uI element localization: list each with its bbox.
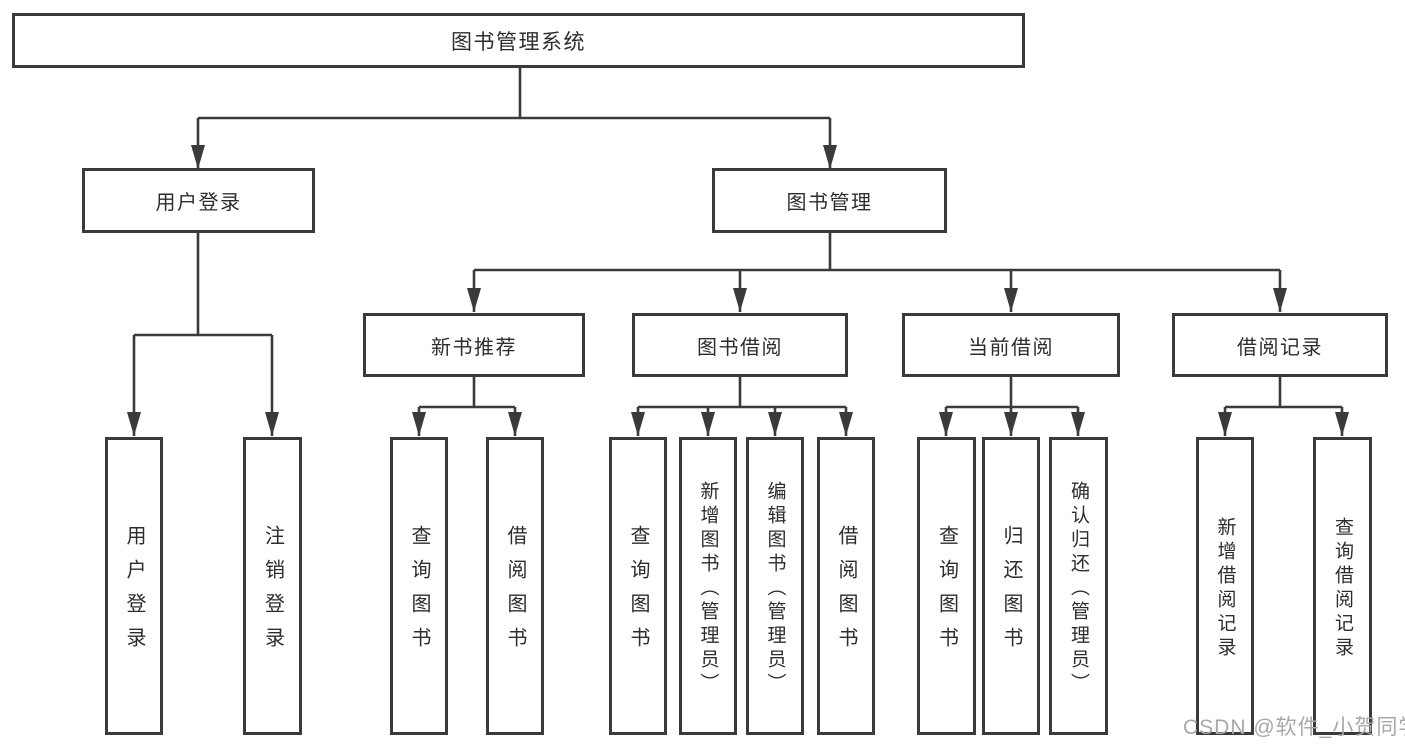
leaf-query-books-3-label: 查询图书: [935, 525, 958, 661]
leaf-query-books-2: 查询图书: [609, 437, 667, 735]
leaf-query-books-2-label: 查询图书: [627, 525, 649, 661]
node-book-management-branch: 图书管理: [712, 168, 947, 233]
leaf-logout: 注销登录: [243, 437, 302, 735]
node-book-borrowing: 图书借阅: [632, 313, 848, 377]
leaf-query-books-1-label: 查询图书: [408, 525, 430, 661]
leaf-add-borrow-record: 新增借阅记录: [1196, 437, 1254, 735]
leaf-confirm-return-admin: 确认归还（管理员）: [1049, 437, 1108, 735]
node-book-management-branch-label: 图书管理: [786, 192, 873, 214]
leaf-return-book: 归还图书: [982, 437, 1040, 735]
node-current-borrowing-label: 当前借阅: [968, 336, 1054, 359]
leaf-query-borrow-record: 查询借阅记录: [1313, 437, 1372, 735]
node-borrowing-records: 借阅记录: [1172, 313, 1388, 377]
node-book-borrowing-label: 图书借阅: [697, 336, 783, 359]
leaf-logout-label: 注销登录: [261, 525, 284, 661]
leaf-confirm-return-admin-label: 确认归还（管理员）: [1068, 480, 1089, 697]
node-borrowing-records-label: 借阅记录: [1237, 336, 1323, 359]
leaf-add-borrow-record-label: 新增借阅记录: [1214, 516, 1236, 661]
leaf-edit-book-admin: 编辑图书（管理员）: [746, 437, 804, 735]
leaf-edit-book-admin-label: 编辑图书（管理员）: [764, 480, 786, 697]
node-current-borrowing: 当前借阅: [902, 313, 1120, 377]
leaf-add-book-admin: 新增图书（管理员）: [679, 437, 737, 735]
leaf-return-book-label: 归还图书: [1000, 525, 1022, 661]
node-user-login-branch: 用户登录: [82, 168, 315, 233]
node-user-login-branch-label: 用户登录: [155, 192, 242, 214]
leaf-borrow-books-1-label: 借阅图书: [504, 525, 526, 661]
leaf-borrow-books-2-label: 借阅图书: [835, 525, 857, 661]
csdn-watermark: CSDN @软件_小贺同学: [1183, 716, 1405, 739]
leaf-add-book-admin-label: 新增图书（管理员）: [697, 480, 719, 697]
node-new-book-recommendation: 新书推荐: [363, 313, 585, 377]
node-library-management-system: 图书管理系统: [12, 13, 1025, 68]
node-new-book-recommendation-label: 新书推荐: [431, 336, 517, 359]
leaf-borrow-books-1: 借阅图书: [486, 437, 544, 735]
leaf-user-login-label: 用户登录: [123, 525, 145, 661]
leaf-query-books-3: 查询图书: [917, 437, 976, 735]
leaf-user-login: 用户登录: [105, 437, 163, 735]
leaf-query-borrow-record-label: 查询借阅记录: [1332, 516, 1353, 661]
leaf-query-books-1: 查询图书: [390, 437, 448, 735]
leaf-borrow-books-2: 借阅图书: [817, 437, 875, 735]
node-library-management-system-label: 图书管理系统: [451, 30, 586, 54]
